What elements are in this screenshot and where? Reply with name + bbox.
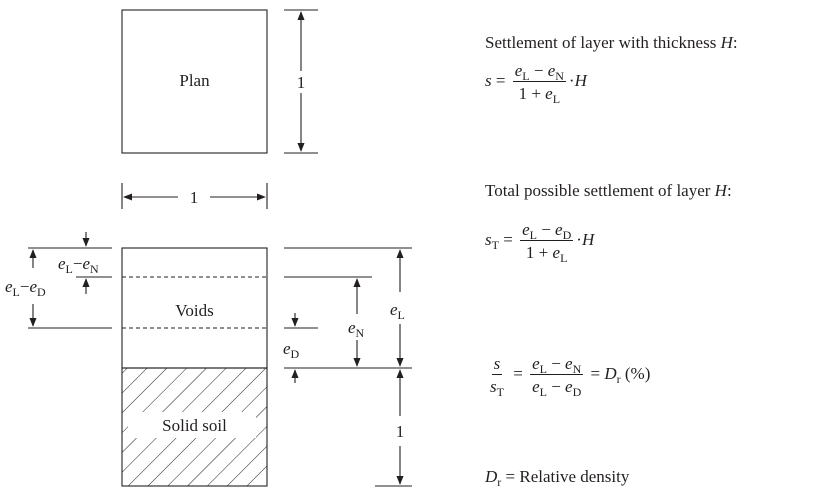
eL-eN-label: eL−eN	[58, 254, 99, 276]
settlement-fraction: eL − eN 1 + eL	[512, 61, 566, 106]
eD-label: eD	[283, 339, 300, 361]
settlement-heading: Settlement of layer with thickness H:	[485, 33, 738, 52]
eL-label: eL	[390, 300, 405, 322]
plan-label: Plan	[179, 71, 210, 90]
settlement-equation: s = eL − eN 1 + eL ·H	[485, 61, 587, 106]
solid-soil-label: Solid soil	[162, 416, 227, 435]
plan-width-label: 1	[190, 188, 199, 207]
relative-density-definition: Dr = Relative density	[485, 467, 630, 489]
plan-height-label: 1	[297, 73, 306, 92]
s-over-sT-fraction: s sT	[490, 354, 504, 399]
void-ratio-fraction: eL − eN eL − eD	[530, 354, 584, 399]
total-settlement-equation: sT = eL − eD 1 + eL ·H	[485, 220, 595, 265]
plan-square	[121, 9, 268, 154]
relative-density-equation: s sT = eL − eN eL − eD = Dr (%)	[490, 354, 651, 399]
eL-eD-label: eL−eD	[5, 277, 46, 299]
voids-label: Voids	[175, 301, 213, 320]
total-fraction: eL − eD 1 + eL	[520, 220, 574, 265]
solid-height-label: 1	[396, 422, 405, 441]
total-settlement-heading: Total possible settlement of layer H:	[485, 181, 732, 200]
eN-label: eN	[348, 318, 365, 340]
